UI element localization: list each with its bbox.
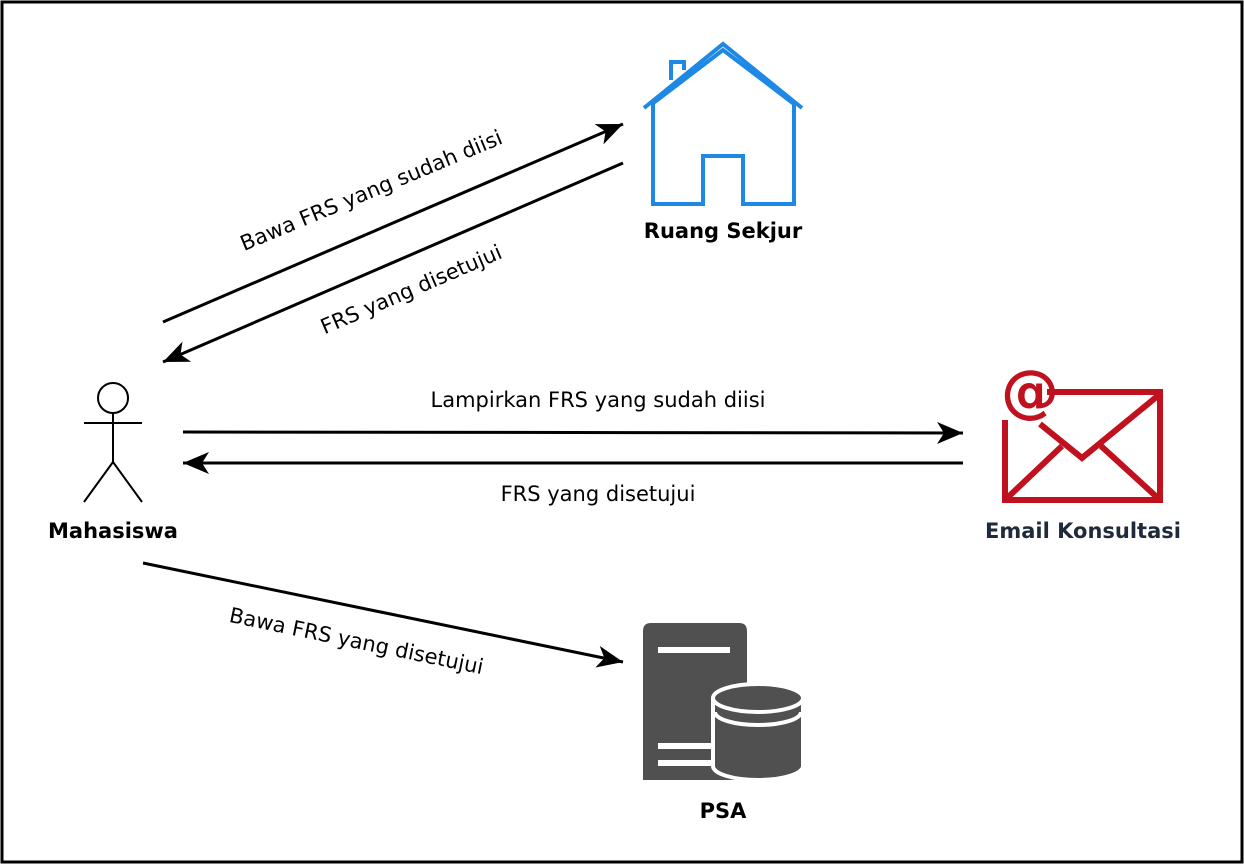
arrow-line [162,122,624,324]
edge-label: FRS yang disetujui [501,482,696,506]
ruang-sekjur-node: Ruang Sekjur [642,41,804,243]
ruang-sekjur-label: Ruang Sekjur [644,219,803,243]
edge-label: Lampirkan FRS yang sudah diisi [431,388,766,412]
arrow-line [162,161,624,364]
edge-mahasiswa-to-email: Lampirkan FRS yang sudah diisi [182,388,964,444]
email-node: @ Email Konsultasi [985,357,1181,543]
email-label: Email Konsultasi [985,519,1181,543]
psa-label: PSA [700,799,748,823]
psa-node: PSA [643,623,805,823]
svg-text:@: @ [1001,357,1059,425]
mahasiswa-node: Mahasiswa [48,382,178,543]
email-envelope-icon: @ [1001,357,1163,503]
edge-email-to-mahasiswa: FRS yang disetujui [183,452,963,506]
arrow-line [182,421,964,444]
house-icon [642,41,804,206]
stick-figure-icon [83,382,143,503]
arrow-line [142,561,624,668]
mahasiswa-label: Mahasiswa [48,519,178,543]
server-database-icon [643,623,805,782]
